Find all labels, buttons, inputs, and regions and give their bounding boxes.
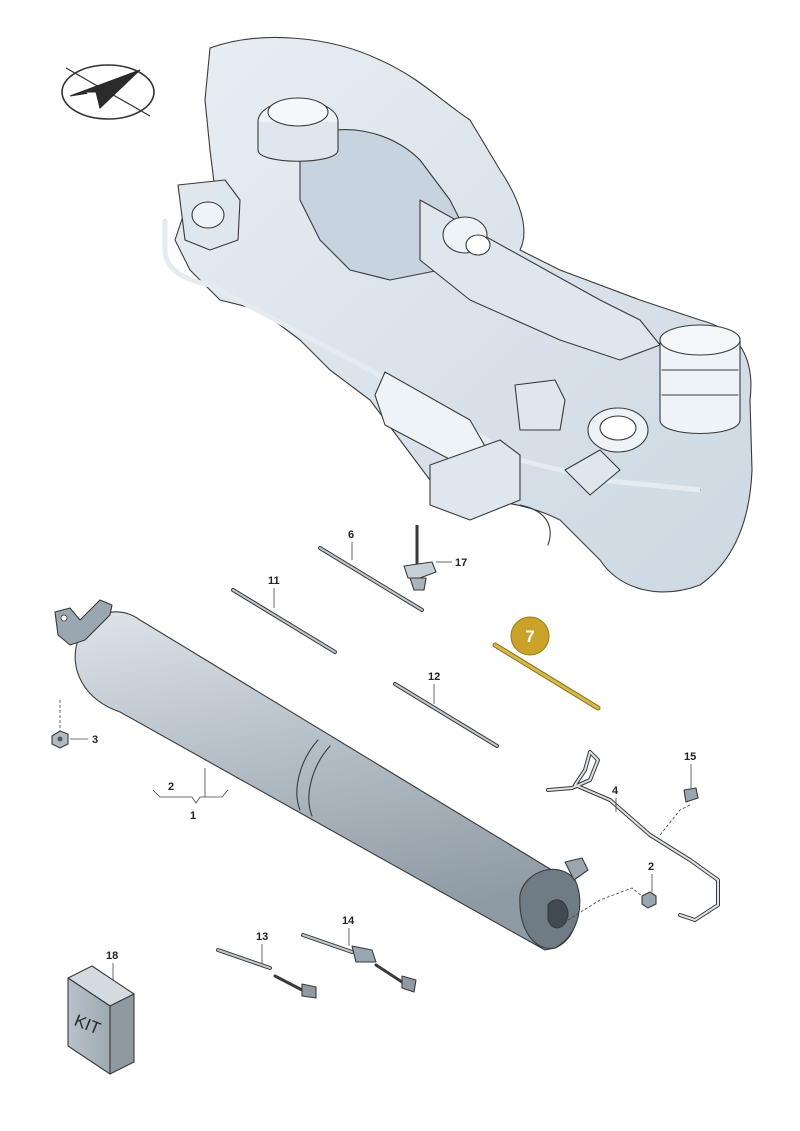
callout-14: 14 [342, 915, 355, 927]
part-14-cable-tie [301, 933, 417, 993]
callout-7-highlight-badge[interactable]: 7 [510, 616, 550, 656]
part-4-pipe [546, 750, 720, 922]
callout-2-canister: 2 [168, 781, 174, 793]
callout-2-nut: 2 [648, 861, 654, 873]
part-1-canister [54, 599, 589, 951]
callout-11: 11 [268, 575, 280, 587]
part-13-cable-tie [216, 948, 317, 999]
callout-12: 12 [428, 671, 440, 683]
callout-18: 18 [106, 950, 118, 962]
direction-arrow-icon [61, 64, 155, 120]
part-18-kit-box: KIT [67, 965, 135, 1075]
callout-17: 17 [455, 557, 467, 569]
callout-7: 7 [525, 627, 534, 646]
part-6-rod [318, 546, 424, 612]
part-17-clip [403, 525, 437, 591]
callout-4: 4 [612, 785, 619, 797]
callout-15: 15 [684, 751, 696, 763]
part-11-rod [231, 588, 337, 654]
part-12-rod [393, 682, 499, 748]
part-15-clip [683, 787, 699, 803]
part-3-nut [51, 730, 69, 749]
callout-13: 13 [256, 931, 268, 943]
callout-6: 6 [348, 529, 354, 541]
axle-subframe-assembly [162, 37, 753, 593]
part-2-nut [641, 891, 657, 909]
callout-1: 1 [190, 810, 196, 822]
part-7-rod-highlighted [492, 642, 601, 711]
callout-3: 3 [92, 734, 98, 746]
